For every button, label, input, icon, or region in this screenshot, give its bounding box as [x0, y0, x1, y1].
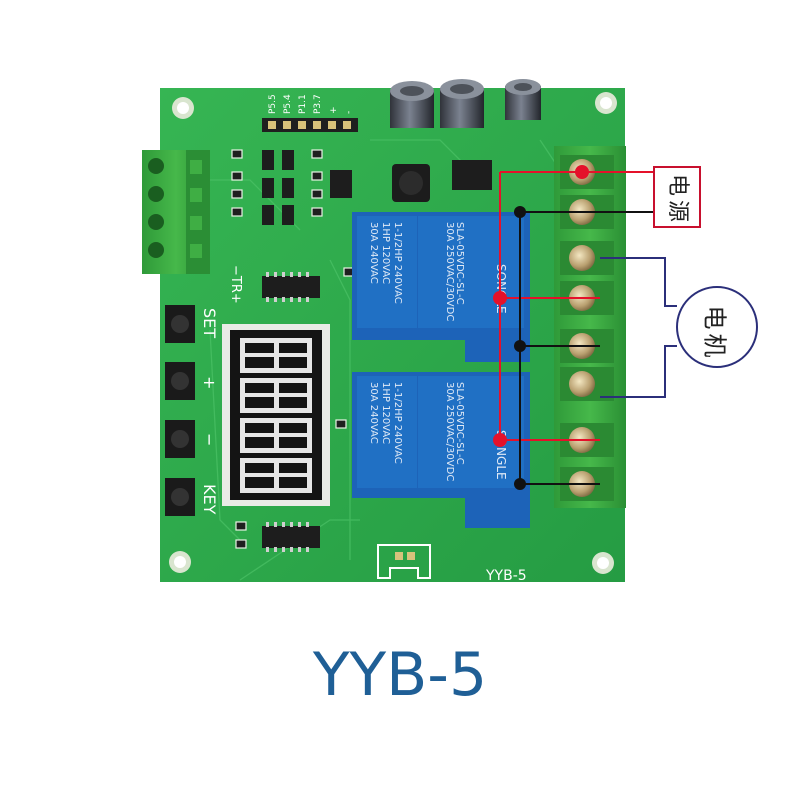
- relay1-rating-dc: 30A 250VAC/30VDC: [444, 222, 455, 321]
- button-label-set: SET: [200, 308, 219, 338]
- motor-callout: 电 机: [676, 286, 758, 368]
- pin-label-4: P3.7: [313, 94, 323, 114]
- smd-resistors: [231, 149, 355, 549]
- display-segment: [240, 473, 312, 477]
- small-connector: [377, 544, 431, 579]
- terminal-screw: [569, 371, 595, 397]
- output-terminal-block: [554, 146, 626, 508]
- display-segment: [240, 353, 312, 357]
- inductor: [392, 164, 430, 202]
- button-label-key: KEY: [200, 484, 219, 515]
- relay2-model: SLA-05VDC-SL-C: [454, 382, 465, 465]
- pin-label-2: P5.4: [283, 94, 293, 114]
- mounting-holes: [169, 92, 617, 574]
- seven-segment-display: [222, 324, 330, 506]
- pin-label-3: P1.1: [298, 94, 308, 114]
- motor-callout-char-2: 机: [700, 333, 729, 358]
- pin-header: [262, 118, 358, 132]
- trigger-label: −TR+: [228, 265, 243, 304]
- driver-ic-upper: [262, 272, 320, 302]
- button-label-plus: +: [200, 376, 219, 389]
- button-label-minus: −: [200, 433, 219, 446]
- pin-label-6: -: [344, 111, 354, 114]
- relay1-rating-ac2: 1-1/2HP 240VAC: [392, 222, 403, 304]
- relay2-rating-ac3: 30A 240VAC: [368, 382, 379, 444]
- driver-ic-lower: [262, 522, 320, 552]
- relay1-rating-ac3: 30A 240VAC: [368, 222, 379, 284]
- capacitors: [390, 79, 541, 128]
- top-ics: [262, 150, 492, 225]
- product-caption: YYB-5: [312, 640, 488, 710]
- relay1-model: SLA-05VDC-SL-C: [454, 222, 465, 305]
- board-model-silk: YYB-5: [485, 568, 527, 584]
- relay2-rating-ac2: 1-1/2HP 240VAC: [392, 382, 403, 464]
- push-buttons: [165, 305, 195, 516]
- relay2-rating-dc: 30A 250VAC/30VDC: [444, 382, 455, 481]
- relay1-rating-ac1: 1HP 120VAC: [380, 222, 391, 284]
- terminal-screw: [569, 245, 595, 271]
- power-callout: 电 源: [653, 166, 701, 228]
- input-terminal: [142, 150, 210, 274]
- wiring-dots: [493, 165, 589, 490]
- pin-label-5: +: [329, 106, 339, 114]
- power-callout-char-2: 源: [665, 199, 690, 222]
- pin-label-1: P5.5: [268, 94, 278, 114]
- relay2-rating-ac1: 1HP 120VAC: [380, 382, 391, 444]
- relay-upper: SLA-05VDC-SL-C 30A 250VAC/30VDC 1HP 120V…: [352, 212, 530, 362]
- display-digits: [240, 338, 312, 493]
- display-segment: [240, 393, 312, 397]
- display-segment: [240, 433, 312, 437]
